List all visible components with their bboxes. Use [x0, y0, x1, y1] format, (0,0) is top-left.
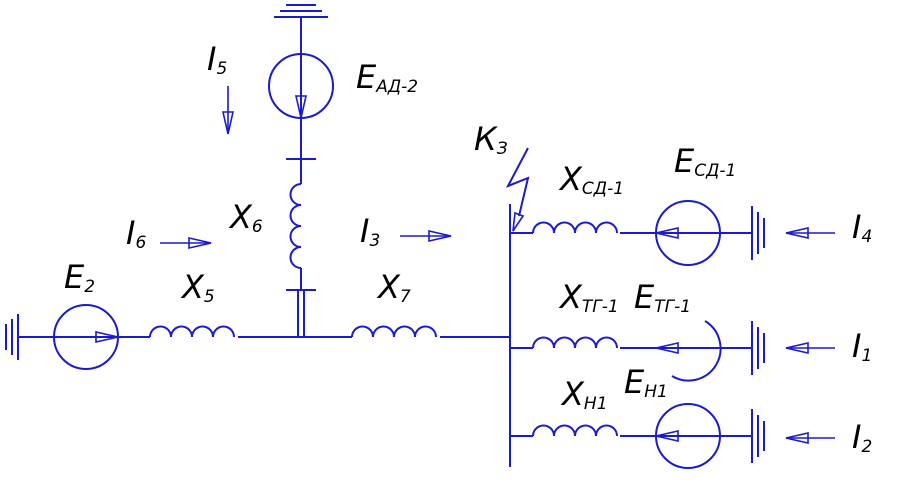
- arrow-i1-icon: [785, 341, 835, 355]
- arrow-i3-icon: [400, 229, 452, 243]
- arrow-i5-icon: [221, 86, 235, 135]
- label-x7: X7: [376, 268, 411, 307]
- source-en1-icon: [655, 403, 721, 469]
- inductor-xn1-icon: [532, 424, 618, 437]
- label-i5: I5: [207, 40, 227, 79]
- label-etg1: EТГ-1: [634, 278, 691, 317]
- inductor-x7-icon: [351, 325, 437, 338]
- inductor-xtg1-icon: [532, 336, 618, 349]
- inductor-x5-icon: [149, 325, 235, 338]
- label-xn1: XН1: [560, 375, 608, 414]
- label-i4: I4: [852, 208, 872, 247]
- label-x5: X5: [180, 268, 215, 307]
- label-e2: E2: [64, 258, 95, 297]
- arrow-i6-icon: [160, 236, 212, 250]
- source-esd1-icon: [655, 200, 721, 266]
- label-xsd1: XСД-1: [558, 160, 624, 199]
- inductor-xsd1-icon: [532, 221, 618, 234]
- source-etg1-icon: [655, 320, 722, 382]
- inductor-x6-icon: [289, 183, 302, 269]
- label-i1: I1: [852, 327, 872, 366]
- label-i3: I3: [360, 212, 380, 251]
- source-e2-icon: [53, 304, 119, 370]
- ground-left-icon: [5, 314, 19, 360]
- label-en1: EН1: [624, 363, 668, 402]
- source-ead2-icon: [268, 53, 334, 119]
- label-esd1: EСД-1: [674, 142, 736, 181]
- label-i6: I6: [126, 214, 146, 253]
- arrow-i4-icon: [785, 226, 835, 240]
- label-k3: КЗ: [474, 120, 508, 159]
- label-i2: I2: [852, 418, 872, 457]
- label-ead2: EАД-2: [356, 58, 418, 97]
- fault-lightning-icon: [505, 147, 530, 232]
- arrow-i2-icon: [785, 431, 835, 445]
- ground-sd1-icon: [751, 206, 765, 260]
- ground-top-icon: [274, 4, 328, 18]
- ground-n1-icon: [751, 409, 765, 463]
- label-xtg1: XТГ-1: [558, 278, 619, 317]
- label-x6: X6: [228, 198, 263, 237]
- ground-tg1-icon: [751, 321, 765, 375]
